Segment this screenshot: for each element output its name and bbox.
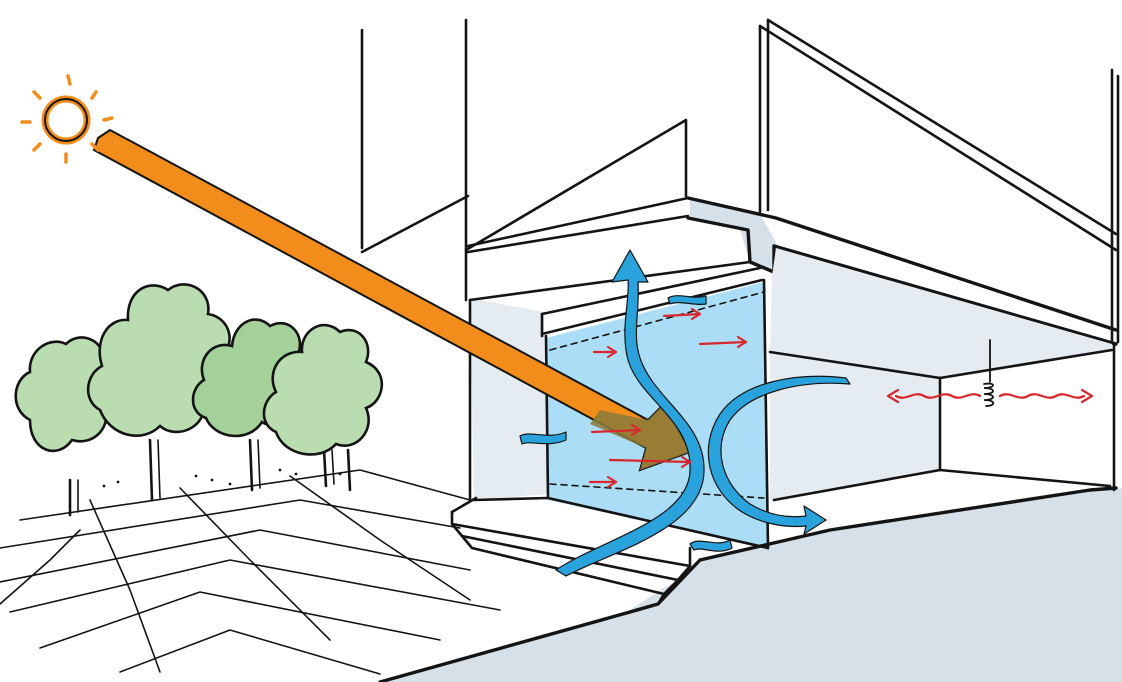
entrance-canopy-lines (466, 196, 1114, 550)
plaza-paving-grid (0, 469, 501, 675)
heat-arrow-3 (592, 345, 618, 359)
tree-trunks (68, 438, 352, 517)
entrance-left-wall (470, 298, 548, 500)
heater-coil-icon (983, 339, 995, 407)
heat-arrow-6 (608, 455, 692, 469)
air-wisp-1 (519, 431, 567, 445)
building-upper-outline (360, 18, 1120, 344)
air-wisp-3 (689, 539, 733, 552)
air-flow-arrows (519, 249, 851, 577)
heat-arrow-5 (588, 475, 618, 489)
ground-dots (102, 468, 342, 488)
air-wisp-2 (667, 295, 707, 306)
sun-ray-arrow-tip (590, 404, 690, 470)
air-flow-through-arrow (707, 375, 851, 535)
tree-canopy-4 (262, 323, 384, 456)
interior-back-wall (770, 352, 940, 500)
air-flow-up-arrow (555, 249, 705, 577)
heat-arrow-1 (662, 307, 702, 321)
radiant-heat-right (998, 388, 1094, 404)
ground-slab (380, 488, 1122, 682)
heat-arrow-4 (590, 423, 642, 437)
canopy-slab (690, 198, 778, 274)
interior-right-wall (940, 350, 1110, 486)
interior-ceiling (770, 248, 1112, 378)
tree-row (14, 283, 384, 517)
heat-flow-arrows (588, 307, 1094, 489)
radiant-heat-left (886, 388, 982, 404)
sun-icon (20, 74, 114, 164)
heat-arrow-2 (698, 335, 748, 349)
